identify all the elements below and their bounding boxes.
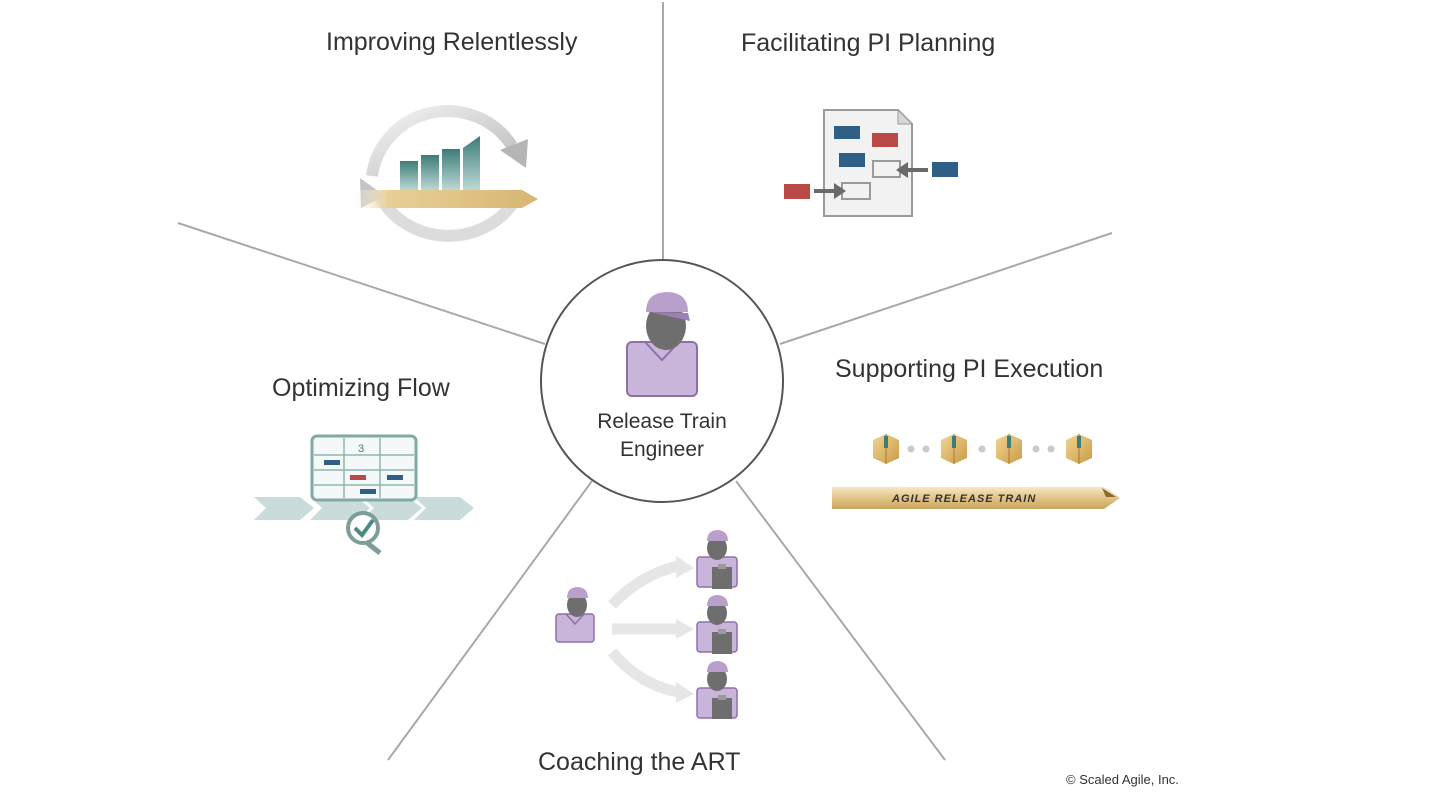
team-member-icon bbox=[696, 661, 738, 719]
center-role-line-1: Release Train bbox=[597, 410, 727, 433]
cargo-box-icon bbox=[996, 434, 1022, 464]
divider-lower-left bbox=[387, 480, 593, 761]
agile-release-train-icon: AGILE RELEASE TRAIN bbox=[832, 434, 1120, 509]
segment-label-facilitating-pi-planning: Facilitating PI Planning bbox=[741, 29, 996, 57]
cargo-box-icon bbox=[1066, 434, 1092, 464]
segment-label-supporting-pi-execution: Supporting PI Execution bbox=[835, 355, 1104, 383]
copyright-notice: © Scaled Agile, Inc. bbox=[1066, 772, 1179, 787]
divider-upper-right bbox=[779, 232, 1113, 345]
segment-label-improving-relentlessly: Improving Relentlessly bbox=[326, 28, 578, 56]
train-label: AGILE RELEASE TRAIN bbox=[891, 493, 1036, 505]
team-member-icon bbox=[696, 595, 738, 654]
team-member-icon bbox=[696, 530, 738, 589]
pi-planning-board-icon bbox=[784, 108, 958, 217]
divider-upper-left bbox=[177, 222, 546, 345]
segment-dividers bbox=[177, 2, 1113, 761]
flow-board-number: 3 bbox=[358, 443, 364, 455]
cargo-box-icon bbox=[941, 434, 967, 464]
segment-label-optimizing-flow: Optimizing Flow bbox=[272, 374, 450, 402]
center-role-line-2: Engineer bbox=[619, 438, 705, 461]
coach-figure-icon bbox=[555, 587, 595, 643]
release-train-engineer-icon bbox=[626, 292, 698, 397]
coaching-team-icon bbox=[555, 530, 738, 719]
cargo-box-icon bbox=[873, 434, 899, 464]
divider-lower-right bbox=[735, 480, 946, 761]
kanban-flow-icon: 3 bbox=[254, 434, 474, 555]
relentless-improvement-cycle-icon bbox=[350, 105, 538, 242]
center-role-label: Release Train Engineer bbox=[540, 408, 784, 464]
segment-label-coaching-the-art: Coaching the ART bbox=[538, 748, 741, 776]
